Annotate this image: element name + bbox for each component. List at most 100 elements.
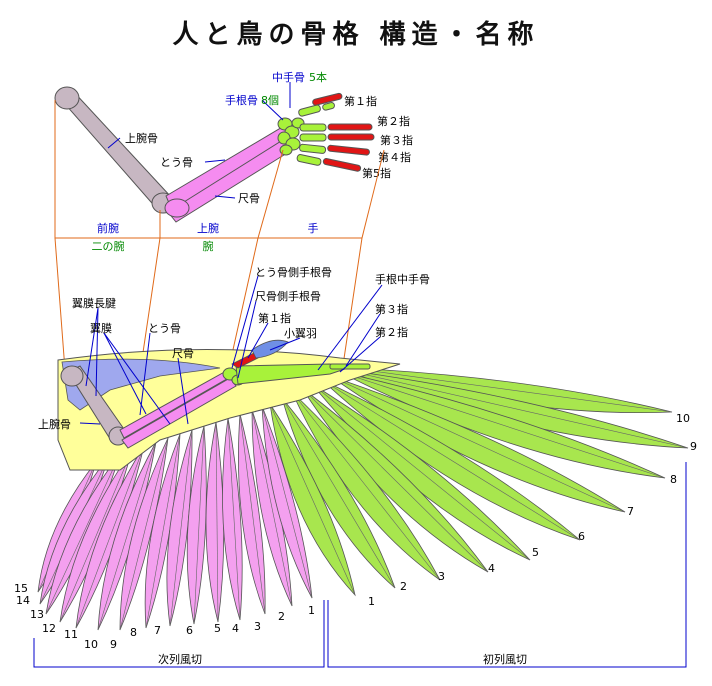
human-hand-bones (277, 102, 335, 166)
secondary-feather-5-shaft (215, 421, 219, 623)
label-digit-2: 第２指 (375, 325, 408, 339)
primary-number: 4 (488, 562, 495, 575)
human-labels: 中手骨 5本 手根骨 8個 第１指 第２指 第３指 第４指 第5指 上腕骨 とう… (125, 70, 413, 205)
label-bird-radius: とう骨 (148, 322, 181, 335)
primary-number: 5 (532, 546, 539, 559)
label-patagium: 翼膜 (90, 322, 112, 335)
secondary-number: 2 (278, 610, 285, 623)
label-alula: 小翼羽 (284, 327, 317, 340)
label-metacarpal: 中手骨 (272, 70, 305, 84)
label-digit-3: 第３指 (375, 302, 408, 316)
secondary-number: 5 (214, 622, 221, 635)
label-primaries: 初列風切 (483, 652, 527, 666)
label-carpometacarpus: 手根中手骨 (375, 272, 430, 286)
bird-forearm-bones (119, 369, 237, 449)
primary-number: 8 (670, 473, 677, 486)
primary-feather-1-shaft (269, 403, 356, 596)
label-human-ulna: 尺骨 (238, 192, 260, 205)
primary-number: 10 (676, 412, 690, 425)
human-finger-tips (312, 92, 375, 172)
primary-feather-9-shaft (344, 369, 689, 449)
label-finger-4: 第４指 (378, 150, 411, 164)
secondary-feather-13-shaft (45, 453, 121, 615)
label-forearm: 前腕 (97, 221, 119, 235)
secondary-feather-5 (205, 421, 225, 623)
secondary-number: 14 (16, 594, 30, 607)
primary-feather-3-shaft (291, 391, 441, 581)
region-labels: 前腕 上腕 手 二の腕 腕 (92, 221, 319, 253)
label-patagial-tendon: 翼膜長腱 (72, 297, 116, 310)
secondary-number: 6 (186, 624, 193, 637)
primary-feather-5-shaft (311, 383, 531, 561)
secondary-feather-3-shaft (239, 413, 266, 615)
secondary-number: 12 (42, 622, 56, 635)
human-arm (54, 82, 375, 223)
label-finger-1: 第１指 (344, 94, 377, 108)
label-hand: 手 (308, 221, 319, 235)
secondary-number: 10 (84, 638, 98, 651)
human-label-leaders (107, 82, 291, 199)
label-bird-ulna: 尺骨 (172, 347, 194, 360)
label-second-arm: 二の腕 (92, 239, 125, 253)
label-digit-1: 第１指 (258, 311, 291, 325)
secondary-feather-11-shaft (75, 445, 145, 629)
secondary-number: 15 (14, 582, 28, 595)
primary-number: 7 (627, 505, 634, 518)
bird-digit1 (231, 339, 289, 369)
primary-feather-10-shaft (349, 367, 673, 413)
secondary-number: 11 (64, 628, 78, 641)
secondary-number: 1 (308, 604, 315, 617)
label-bird-humerus: 上腕骨 (38, 417, 71, 431)
primary-feather-6-shaft (321, 379, 581, 541)
secondary-feather-10-shaft (97, 441, 157, 631)
region-guides (54, 100, 385, 441)
primary-number: 6 (578, 530, 585, 543)
label-secondaries: 次列風切 (158, 652, 202, 666)
primary-number: 1 (368, 595, 375, 608)
secondary-number: 9 (110, 638, 117, 651)
label-human-radius: とう骨 (160, 156, 193, 169)
secondary-number: 13 (30, 608, 44, 621)
secondary-feather-9-shaft (119, 437, 169, 631)
primary-feather-4-shaft (301, 387, 489, 573)
secondary-feathers (37, 405, 313, 631)
label-upper-arm: 上腕 (197, 221, 219, 235)
alula-feather (251, 339, 289, 359)
secondary-number: 8 (130, 626, 137, 639)
label-ulnar-carpal: 尺骨側手根骨 (255, 289, 321, 303)
label-finger-3: 第３指 (380, 133, 413, 147)
label-human-humerus: 上腕骨 (125, 131, 158, 145)
primary-feathers (269, 367, 689, 597)
secondary-number: 4 (232, 622, 239, 635)
secondary-feather-8-shaft (145, 433, 181, 629)
secondary-number: 3 (254, 620, 261, 633)
bottom-labels: 次列風切 初列風切 (158, 652, 527, 666)
primary-feather-numbers: 1 2 3 4 5 6 7 8 9 10 (368, 412, 697, 608)
page-title: 人と鳥の骨格 構造・名称 (172, 20, 540, 50)
secondary-feather-1-shaft (261, 405, 313, 599)
bottom-brackets (33, 462, 687, 668)
primary-number: 3 (438, 570, 445, 583)
primary-number: 9 (690, 440, 697, 453)
bird-label-leaders (79, 275, 383, 425)
label-carpal-count: 8個 (261, 94, 279, 107)
primary-feather-2-shaft (281, 397, 396, 589)
secondary-feather-12-shaft (59, 449, 133, 623)
secondary-number: 7 (154, 624, 161, 637)
label-metacarpal-count: 5本 (309, 70, 327, 84)
label-finger-5: 第5指 (362, 166, 391, 180)
label-arm: 腕 (203, 239, 214, 253)
label-finger-2: 第２指 (377, 114, 410, 128)
human-forearm-bones (164, 125, 293, 223)
secondary-feather-6-shaft (193, 425, 205, 625)
bird-labels: とう骨側手根骨 尺骨側手根骨 手根中手骨 第３指 第２指 第１指 小翼羽 翼膜長… (38, 265, 430, 431)
primary-number: 2 (400, 580, 407, 593)
label-radial-carpal: とう骨側手根骨 (255, 265, 332, 279)
secondary-feather-4-shaft (227, 417, 241, 621)
human-humerus-bone (54, 86, 175, 214)
primary-feather-7-shaft (329, 375, 626, 513)
bird-hand-bones (222, 363, 371, 386)
